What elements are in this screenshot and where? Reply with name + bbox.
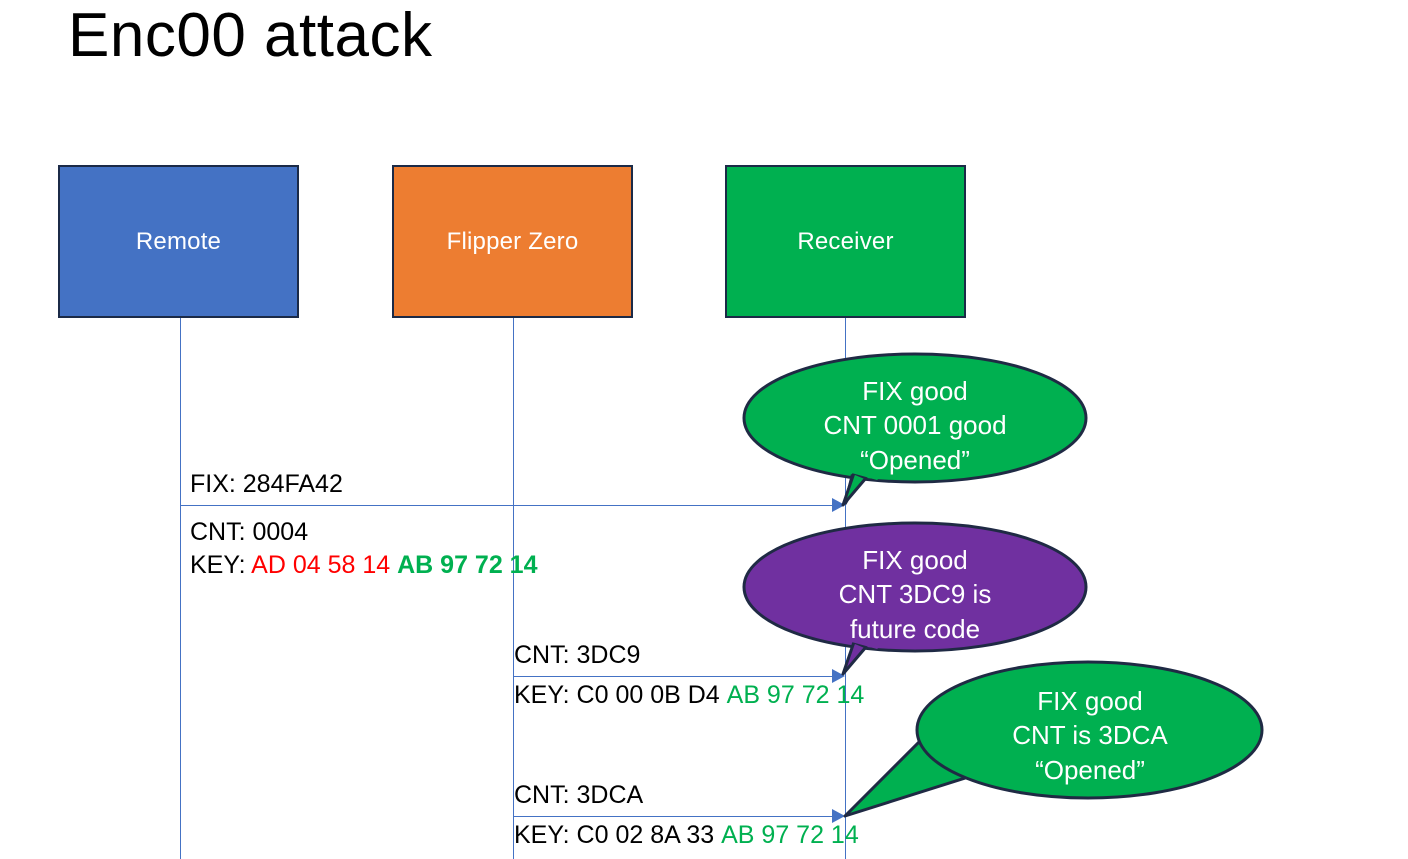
actor-label-remote: Remote [135, 227, 222, 255]
message-1-cnt-label: CNT: 0004 [190, 518, 309, 546]
bubble-ellipse-2 [742, 521, 1088, 653]
bubble-tail-1 [841, 471, 868, 507]
message-line-1 [180, 505, 840, 506]
speech-bubble-receiver-3[interactable]: FIX good CNT is 3DCA “Opened” [843, 660, 1265, 820]
message-2-cnt-label: CNT: 3DC9 [514, 641, 641, 669]
actor-label-flipper-zero: Flipper Zero [446, 227, 579, 255]
message-1-key-label: KEY: AD 04 58 14 AB 97 72 14 [190, 551, 538, 580]
message-2-key-prefix: KEY: [514, 681, 577, 709]
message-3-key-green-bytes: AB 97 72 14 [721, 821, 859, 849]
lifeline-flipper-zero [513, 318, 514, 859]
speech-bubble-receiver-2[interactable]: FIX good CNT 3DC9 is future code [742, 521, 1088, 676]
bubble-ellipse-3 [915, 660, 1264, 800]
message-1-fix-label: FIX: 284FA42 [190, 470, 343, 498]
actor-box-remote[interactable]: Remote [58, 165, 299, 318]
message-2-key-label: KEY: C0 00 0B D4 AB 97 72 14 [514, 681, 864, 710]
message-arrowhead-1 [832, 498, 845, 512]
message-3-key-prefix: KEY: [514, 821, 577, 849]
message-line-2 [513, 676, 840, 677]
message-2-key-green-bytes: AB 97 72 14 [726, 681, 865, 709]
message-3-cnt-label: CNT: 3DCA [514, 781, 644, 809]
bubble-tail-2 [841, 640, 868, 676]
speech-bubble-receiver-1[interactable]: FIX good CNT 0001 good “Opened” [742, 352, 1088, 507]
actor-box-flipper-zero[interactable]: Flipper Zero [392, 165, 633, 318]
message-2-key-black-bytes: C0 00 0B D4 [576, 681, 720, 709]
message-arrowhead-3 [832, 809, 845, 823]
bubble-ellipse-1 [742, 352, 1088, 505]
message-3-key-black-bytes: C0 02 8A 33 [576, 821, 715, 849]
message-3-key-label: KEY: C0 02 8A 33 AB 97 72 14 [514, 821, 859, 850]
message-line-3 [513, 816, 840, 817]
message-arrowhead-2 [832, 669, 845, 683]
actor-label-receiver: Receiver [797, 227, 894, 255]
page-title: Enc00 attack [68, 1, 433, 70]
message-1-key-red-bytes: AD 04 58 14 [251, 551, 391, 579]
lifeline-remote [180, 318, 181, 859]
actor-box-receiver[interactable]: Receiver [725, 165, 966, 318]
message-1-key-prefix: KEY: [190, 551, 252, 579]
message-1-key-green-bytes: AB 97 72 14 [397, 551, 538, 579]
